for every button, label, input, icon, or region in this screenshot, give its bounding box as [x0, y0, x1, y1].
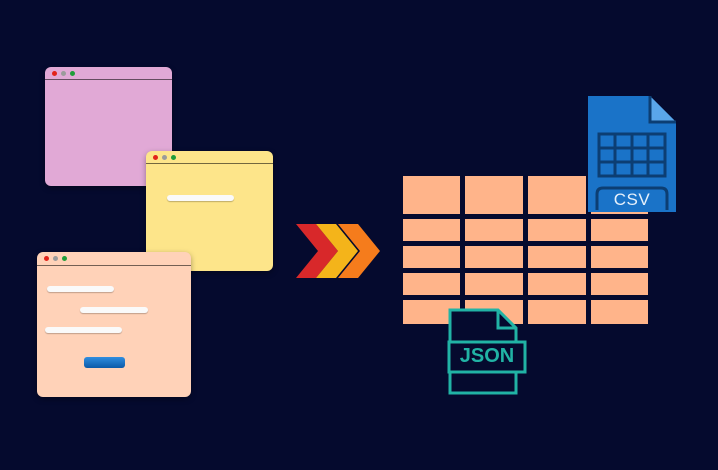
table-cell	[528, 300, 586, 324]
close-dot-icon	[153, 154, 158, 160]
browser-window-yellow	[146, 151, 273, 271]
maximize-dot-icon	[171, 154, 176, 160]
table-cell	[403, 273, 460, 295]
table-cell	[591, 273, 648, 295]
table-cell	[528, 176, 586, 214]
window-titlebar	[45, 67, 172, 80]
form-field-3	[45, 327, 122, 333]
triple-chevron-right-icon	[296, 224, 380, 278]
form-field-1	[47, 286, 114, 292]
table-cell	[465, 273, 523, 295]
table-cell	[465, 246, 523, 268]
table-cell	[591, 300, 648, 324]
window-titlebar	[146, 151, 273, 164]
csv-file-icon: CSV	[588, 96, 678, 214]
minimize-dot-icon	[162, 154, 167, 160]
maximize-dot-icon	[70, 70, 75, 76]
submit-button	[84, 357, 125, 368]
csv-label: CSV	[613, 190, 651, 209]
json-label: JSON	[459, 345, 515, 367]
table-cell	[528, 219, 586, 241]
minimize-dot-icon	[61, 70, 66, 76]
close-dot-icon	[44, 256, 49, 261]
table-cell	[403, 219, 460, 241]
table-cell	[528, 246, 586, 268]
maximize-dot-icon	[62, 256, 67, 261]
table-cell	[403, 246, 460, 268]
table-cell	[465, 176, 523, 214]
window-titlebar	[37, 252, 191, 266]
table-cell	[591, 246, 648, 268]
input-field	[167, 195, 234, 201]
form-field-2	[80, 307, 148, 313]
table-cell	[465, 219, 523, 241]
table-cell	[403, 176, 460, 214]
table-cell	[528, 273, 586, 295]
minimize-dot-icon	[53, 256, 58, 261]
table-cell	[591, 219, 648, 241]
close-dot-icon	[52, 70, 57, 76]
browser-window-form	[37, 252, 191, 397]
json-file-icon: JSON	[446, 308, 528, 396]
